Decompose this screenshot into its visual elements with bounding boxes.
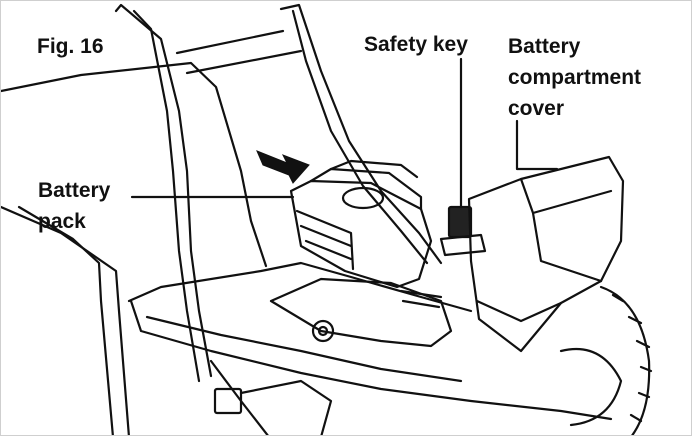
callout-battery-pack: Battery pack (38, 175, 110, 237)
deck-edge (145, 315, 463, 383)
handlebar-left (114, 3, 213, 378)
safety-key-socket (439, 233, 487, 257)
frame-inner-left (1, 205, 130, 435)
wheel-hub (559, 347, 623, 427)
deck-top (127, 261, 473, 313)
battery-pack-top (309, 167, 423, 211)
handlebar-right-inner (291, 9, 429, 265)
battery-pack-ribs (295, 209, 355, 271)
battery-pack-body (289, 179, 433, 289)
callout-line: compartment (508, 66, 642, 89)
battery-compartment (269, 277, 453, 348)
deck-front (129, 299, 613, 421)
control-box (213, 387, 243, 415)
wheel-tread (611, 293, 653, 423)
frame-outline (1, 61, 268, 268)
callout-battery-compartment-cover: Battery compartment cover (508, 31, 641, 124)
figure-number: Fig. 16 (37, 35, 104, 58)
cover-inner (519, 177, 613, 283)
callout-line: Battery (38, 179, 111, 202)
safety-key-shape (447, 205, 473, 239)
auger-bolt (311, 319, 335, 343)
cover-hinge (475, 299, 563, 323)
callout-line: Battery (508, 35, 581, 58)
insert-arrow (256, 150, 310, 184)
compartment-cover (467, 155, 625, 353)
handle-loop (175, 29, 303, 75)
compartment-slot (399, 289, 443, 309)
handlebar-right (279, 3, 443, 265)
callout-line: pack (38, 210, 86, 233)
frame-left-lower (17, 205, 114, 435)
callout-safety-key: Safety key (364, 33, 468, 56)
battery-pack-handle (329, 159, 419, 179)
battery-pack-logo (341, 186, 385, 210)
handlebar-left-inner (132, 9, 201, 383)
leader-compartment-cover (515, 119, 559, 171)
callout-line: cover (508, 97, 565, 120)
